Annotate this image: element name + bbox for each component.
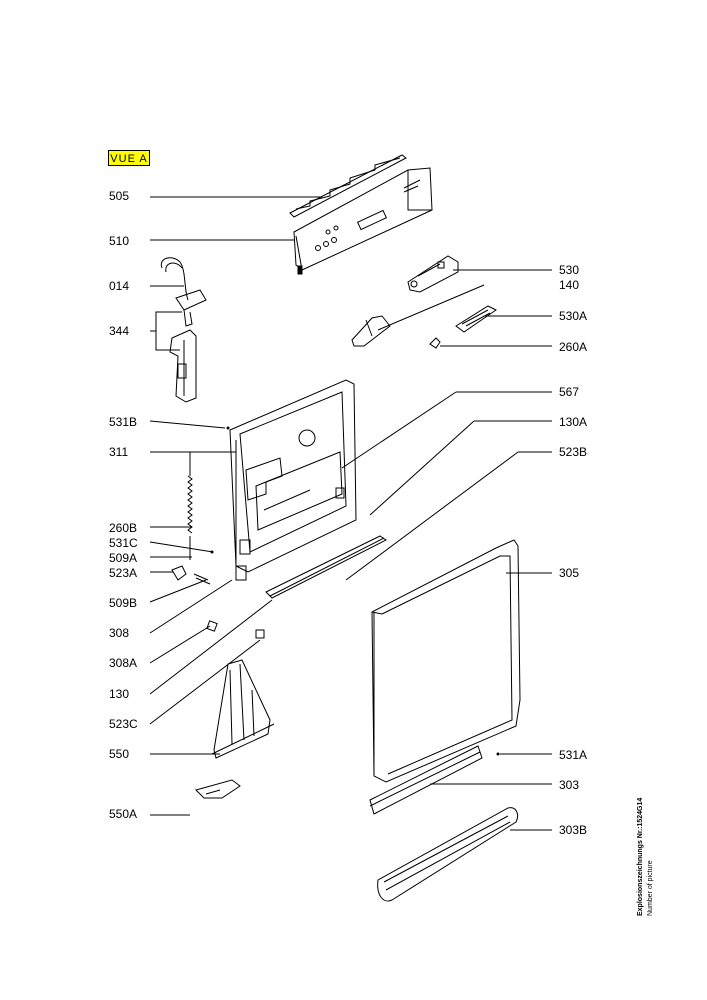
part-505-top-strip xyxy=(289,154,407,218)
label-509a: 509A xyxy=(109,551,138,565)
label-130: 130 xyxy=(109,687,130,701)
leader-lines-left xyxy=(149,196,322,816)
part-311-inner-door xyxy=(229,379,357,581)
label-550a: 550A xyxy=(109,807,138,821)
part-014-cable xyxy=(160,257,207,327)
part-523a-hinge-clip xyxy=(171,565,187,581)
label-303b: 303B xyxy=(559,823,588,837)
label-305: 305 xyxy=(559,566,580,580)
part-550-bottom-frame xyxy=(211,659,275,759)
part-260b-spring xyxy=(187,452,193,560)
label-140: 140 xyxy=(559,278,580,292)
label-567: 567 xyxy=(559,385,580,399)
part-530a-latch-plate xyxy=(455,305,497,333)
part-130-bar xyxy=(265,535,387,599)
view-tag: VUE A xyxy=(108,150,150,166)
label-523c: 523C xyxy=(109,717,138,731)
label-510: 510 xyxy=(109,234,130,248)
part-303-bottom-strip xyxy=(369,745,483,815)
label-260b: 260B xyxy=(109,521,138,535)
label-308: 308 xyxy=(109,626,130,640)
label-530a: 530A xyxy=(559,309,588,323)
part-550a-foot xyxy=(195,779,241,799)
label-303: 303 xyxy=(559,778,580,792)
part-260a-spring xyxy=(429,337,441,349)
part-530-hinge-block xyxy=(407,255,459,293)
part-308a-clip xyxy=(206,620,218,632)
part-305-outer-panel xyxy=(371,539,521,783)
pointer-markers xyxy=(210,426,500,756)
label-530: 530 xyxy=(559,263,580,277)
part-510-control-panel xyxy=(293,167,433,275)
part-523c-clip xyxy=(255,629,265,639)
label-550: 550 xyxy=(109,747,130,761)
leader-lines-right xyxy=(341,269,552,831)
label-531a: 531A xyxy=(559,748,588,762)
label-505: 505 xyxy=(109,189,130,203)
label-014: 014 xyxy=(109,279,130,293)
label-308a: 308A xyxy=(109,656,138,670)
label-531c: 531C xyxy=(109,536,138,550)
part-303b-kickplate xyxy=(377,807,519,902)
part-509a-rod xyxy=(193,573,211,585)
part-140-lock xyxy=(351,315,391,347)
label-509b: 509B xyxy=(109,596,138,610)
label-523b: 523B xyxy=(559,445,588,459)
label-531b: 531B xyxy=(109,415,138,429)
label-260a: 260A xyxy=(559,340,588,354)
label-311: 311 xyxy=(109,445,129,459)
label-523a: 523A xyxy=(109,566,138,580)
part-344-bracket xyxy=(169,329,197,403)
label-130a: 130A xyxy=(559,415,588,429)
label-344: 344 xyxy=(109,324,130,338)
